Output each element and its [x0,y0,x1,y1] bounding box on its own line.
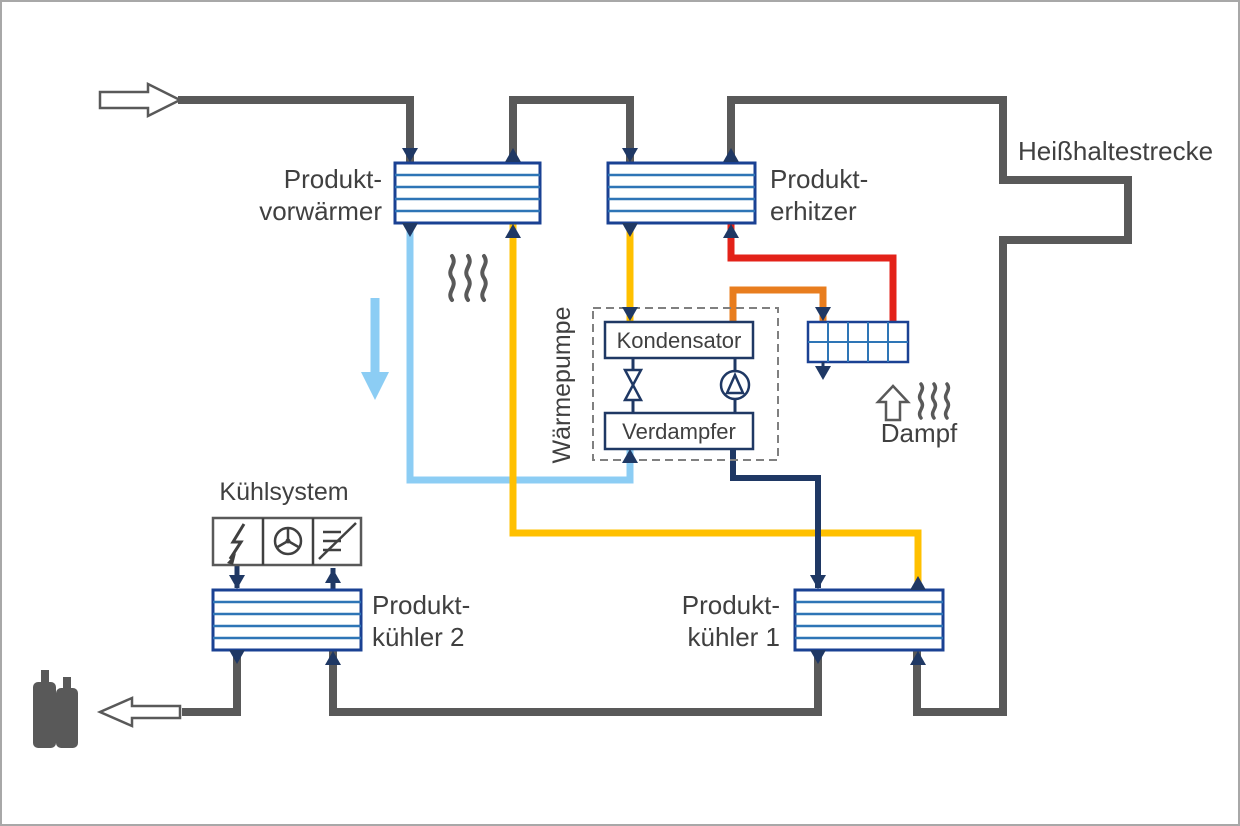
pipe-hot-water-cooler1-to-preheater [509,220,922,588]
lightning-icon [227,523,246,565]
outlet-arrow-icon [96,696,182,728]
cooler2-label-line2: kühler 2 [372,622,465,652]
pipe-preheater-to-heater [509,96,634,170]
expansion-valve-icon [622,368,644,402]
steam-inlet [875,382,951,422]
water-pipe-network [234,220,922,590]
product-pipe-network [178,96,1132,716]
cooler2-label-line1: Produkt- [372,590,470,620]
evaporator-label: Verdampfer [622,419,736,444]
bottles-icon [33,670,78,748]
preheater-label-line1: Produkt- [284,164,382,194]
fan-icon [273,526,303,556]
heater-label-line2: erhitzer [770,196,857,226]
pipe-steam-heater-to-product-heater [727,220,897,330]
pipe-inlet-to-preheater [178,96,414,170]
condenser-box [603,320,755,360]
heater-label-line1: Produkt- [770,164,868,194]
steam-heater-exchanger [806,320,910,370]
heat-waves-icon [448,254,488,302]
pipe-cooler1-to-cooler2 [329,646,822,716]
cooler1-label-line1: Produkt- [682,590,780,620]
flow-arrowheads [229,148,926,665]
heater-exchanger [606,161,757,225]
heat-pump-unit [592,307,779,461]
preheater-label-line2: vorwärmer [259,196,382,226]
cooling-system-unit [211,516,363,567]
preheater-exchanger [393,161,542,225]
flow-direction-arrow-icon [361,298,389,400]
labels: Produkt- vorwärmer Produkt- erhitzer Hei… [219,136,1213,652]
cooling-box-dividers [261,518,315,565]
holding-section-label: Heißhaltestrecke [1018,136,1213,166]
steam-waves-icon [917,382,951,420]
compressor-icon [719,369,751,401]
pipe-warm-water-preheater-to-evaporator [406,220,634,484]
coil-icon [318,522,357,560]
pipe-cooler2-to-outlet [182,646,241,716]
cooling-system-label: Kühlsystem [219,478,348,506]
pipe-chilled-evaporator-to-cooler1 [730,450,821,588]
steam-arrow-icon [875,384,911,422]
cooler2-exchanger [211,588,363,652]
pipe-heater-holding-to-cooler1 [727,96,1132,716]
steam-label: Dampf [881,418,958,448]
heat-pump-label: Wärmepumpe [548,307,576,464]
condenser-label: Kondensator [617,328,742,353]
cooler1-label-line2: kühler 1 [688,622,781,652]
evaporator-box [603,411,755,451]
inlet-arrow-icon [98,81,183,119]
cooler1-exchanger [793,588,945,652]
heat-pump-boundary [592,307,779,461]
